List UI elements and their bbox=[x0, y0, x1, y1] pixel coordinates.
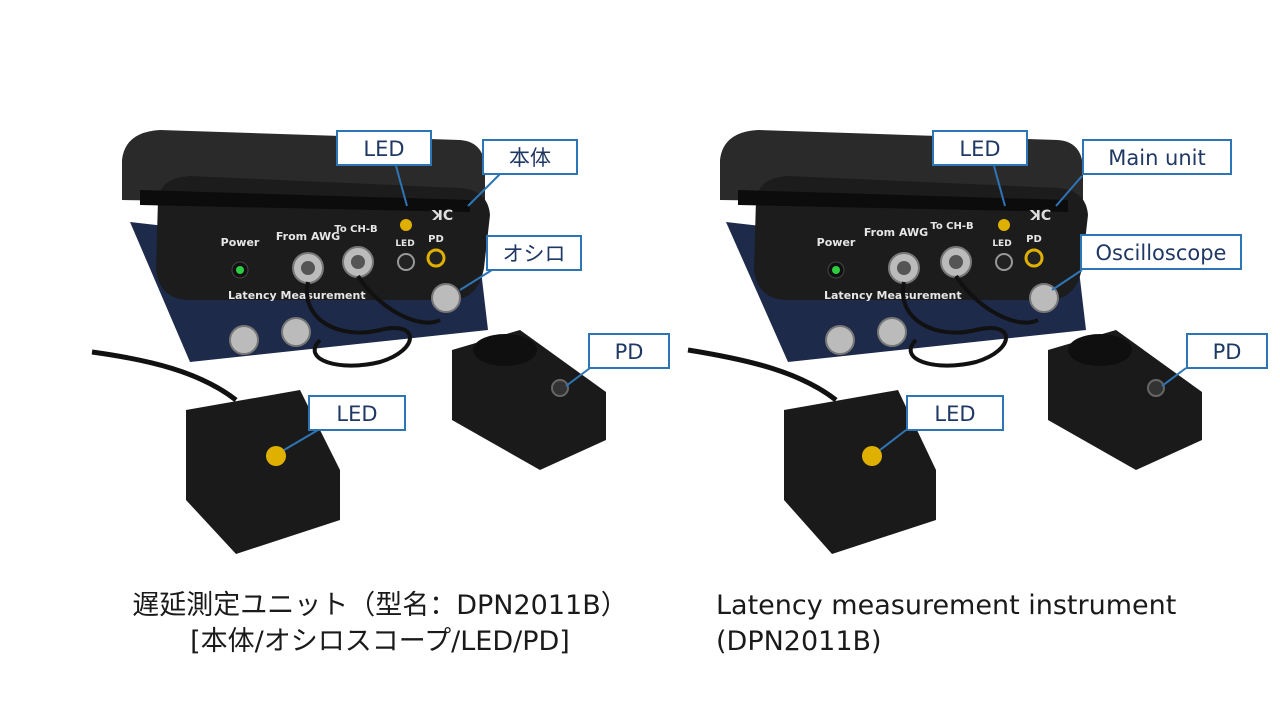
coax-cable bbox=[356, 274, 441, 325]
device-photo-right: Power From AWG To CH-B LED PD Latency Me… bbox=[687, 130, 1202, 554]
led-jack-icon bbox=[397, 253, 415, 271]
bnc-connector-icon bbox=[431, 283, 461, 313]
panel-from-awg-label: From AWG bbox=[864, 226, 928, 239]
caption-japanese-line1: 遅延測定ユニット（型名：DPN2011B） bbox=[132, 590, 628, 621]
caption-japanese-line2: [本体/オシロスコープ/LED/PD] bbox=[190, 626, 570, 657]
power-led-light-icon bbox=[236, 266, 244, 274]
pd-sensor-cap bbox=[473, 334, 537, 366]
leader-line bbox=[565, 367, 591, 387]
led-cable bbox=[687, 347, 838, 402]
caption-english-line1: Latency measurement instrument bbox=[716, 590, 1177, 621]
pd-sensor-box bbox=[452, 330, 606, 470]
indicator-led-icon bbox=[998, 219, 1010, 231]
callout-pd: PD bbox=[588, 333, 670, 369]
leader-line bbox=[459, 269, 493, 291]
coax-cable bbox=[900, 281, 1008, 368]
device-photo-left: Power From AWG To CH-B LED PD Latency Me… bbox=[91, 130, 606, 554]
panel-pd-label: PD bbox=[428, 234, 444, 245]
bnc-connector-core-icon bbox=[897, 261, 911, 275]
coax-cable bbox=[304, 281, 412, 368]
pd-jack-icon bbox=[1024, 248, 1044, 268]
callout-main-unit: 本体 bbox=[482, 139, 578, 175]
leader-line bbox=[993, 165, 1006, 207]
callout-led-bottom: LED bbox=[308, 395, 406, 431]
panel-power-label: Power bbox=[221, 236, 260, 249]
pd-sensor-cap bbox=[1068, 334, 1132, 366]
panel-pd-label: PD bbox=[1026, 234, 1042, 245]
panel-model-label: Latency Measurement bbox=[824, 289, 962, 302]
panel-to-chb-label: To CH-B bbox=[930, 221, 973, 232]
led-emitter-light-icon bbox=[266, 446, 286, 466]
bnc-connector-icon bbox=[229, 325, 259, 355]
callout-led-top: LED bbox=[932, 130, 1028, 166]
bnc-connector-core-icon bbox=[949, 255, 963, 269]
leader-line bbox=[1055, 175, 1083, 207]
led-emitter-box bbox=[784, 390, 936, 554]
led-emitter-light-icon bbox=[862, 446, 882, 466]
led-jack-icon bbox=[995, 253, 1013, 271]
panel-power-label: Power bbox=[817, 236, 856, 249]
caption-english: Latency measurement instrument (DPN2011B… bbox=[716, 588, 1176, 660]
bnc-connector-icon bbox=[877, 317, 907, 347]
callout-led-top: LED bbox=[336, 130, 432, 166]
bnc-connector-icon bbox=[281, 317, 311, 347]
leader-line bbox=[283, 429, 319, 451]
leader-line bbox=[1161, 367, 1187, 387]
callout-pd: PD bbox=[1186, 333, 1268, 369]
panel-from-awg-label: From AWG bbox=[276, 230, 340, 243]
bnc-connector-core-icon bbox=[351, 255, 365, 269]
pd-sensor-aperture-icon bbox=[1147, 379, 1165, 397]
callout-oscilloscope: Oscilloscope bbox=[1080, 234, 1242, 270]
caption-english-line2: (DPN2011B) bbox=[716, 626, 882, 657]
callout-led-bottom: LED bbox=[906, 395, 1004, 431]
strap bbox=[140, 190, 470, 212]
panel-led-label: LED bbox=[395, 239, 414, 249]
callout-main-unit: Main unit bbox=[1082, 139, 1232, 175]
pd-sensor-box bbox=[1048, 330, 1202, 470]
indicator-led-icon bbox=[400, 219, 412, 231]
callout-oscilloscope: オシロ bbox=[486, 235, 582, 271]
pd-sensor-aperture-icon bbox=[551, 379, 569, 397]
coax-cable bbox=[954, 274, 1039, 325]
leader-line bbox=[467, 173, 501, 207]
leader-line bbox=[1051, 269, 1083, 291]
panel-to-chb-label: To CH-B bbox=[334, 224, 377, 235]
bnc-connector-core-icon bbox=[301, 261, 315, 275]
power-led-light-icon bbox=[832, 266, 840, 274]
bnc-connector-icon bbox=[825, 325, 855, 355]
brand-logo-icon: ꓘC bbox=[1029, 208, 1051, 224]
strap bbox=[738, 190, 1068, 212]
right-panel: Power From AWG To CH-B LED PD Latency Me… bbox=[600, 0, 1268, 580]
panel-model-label: Latency Measurement bbox=[228, 289, 366, 302]
panel-led-label: LED bbox=[992, 239, 1011, 249]
left-panel: Power From AWG To CH-B LED PD Latency Me… bbox=[0, 0, 670, 580]
pd-jack-icon bbox=[426, 248, 446, 268]
led-emitter-box bbox=[186, 390, 340, 554]
caption-japanese: 遅延測定ユニット（型名：DPN2011B） [本体/オシロスコープ/LED/PD… bbox=[80, 588, 680, 660]
leader-line bbox=[395, 165, 408, 207]
leader-line bbox=[879, 429, 907, 451]
brand-logo-icon: ꓘC bbox=[431, 208, 453, 224]
bnc-connector-icon bbox=[1029, 283, 1059, 313]
led-cable bbox=[91, 349, 238, 402]
